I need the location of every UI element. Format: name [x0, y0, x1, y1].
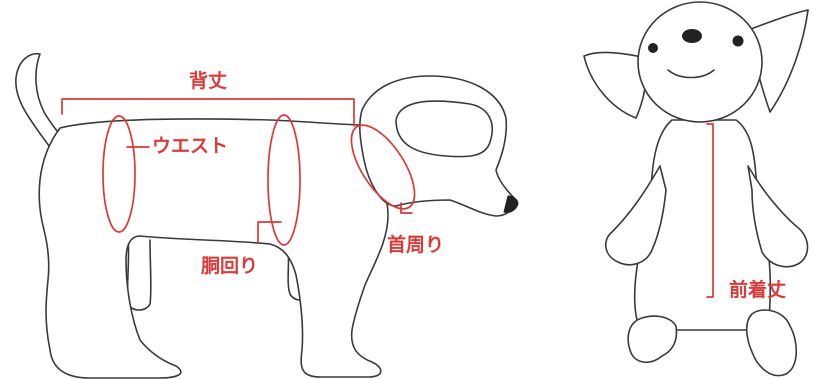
front-dog-nose [682, 29, 702, 43]
front-length-label: 前着丈 [729, 279, 787, 301]
side-view-dog [15, 52, 519, 379]
front-dog-ear-left [583, 51, 648, 119]
girth-ellipse [267, 114, 301, 246]
front-dog-arm-right [747, 165, 809, 268]
dog-tail [15, 52, 65, 151]
back-length-label: 背丈 [189, 70, 228, 92]
back-length-bracket [61, 98, 355, 127]
neck-ellipse [350, 124, 416, 210]
girth-leader [257, 221, 282, 244]
front-dog-leg-right [745, 309, 798, 377]
waist-label: ウエスト [152, 135, 229, 157]
girth-label: 胴回り [201, 255, 259, 277]
front-dog-leg-left [627, 315, 678, 363]
waist-ellipse [102, 115, 136, 233]
front-dog-body [633, 119, 772, 331]
front-dog-head [637, 1, 763, 123]
front-dog-mouth [667, 69, 715, 79]
dog-body [38, 118, 389, 379]
front-length-line [706, 123, 714, 298]
front-dog-eye-left [648, 43, 658, 53]
neck-leader [400, 202, 413, 214]
front-dog-eye-right [732, 35, 744, 47]
dog-ear [395, 100, 494, 158]
front-dog-arm-left [605, 165, 667, 266]
dog-hind-leg-far [126, 237, 152, 311]
neck-label: 首周り [387, 234, 445, 256]
dog-nose [503, 195, 519, 213]
front-view-dog [583, 1, 809, 377]
